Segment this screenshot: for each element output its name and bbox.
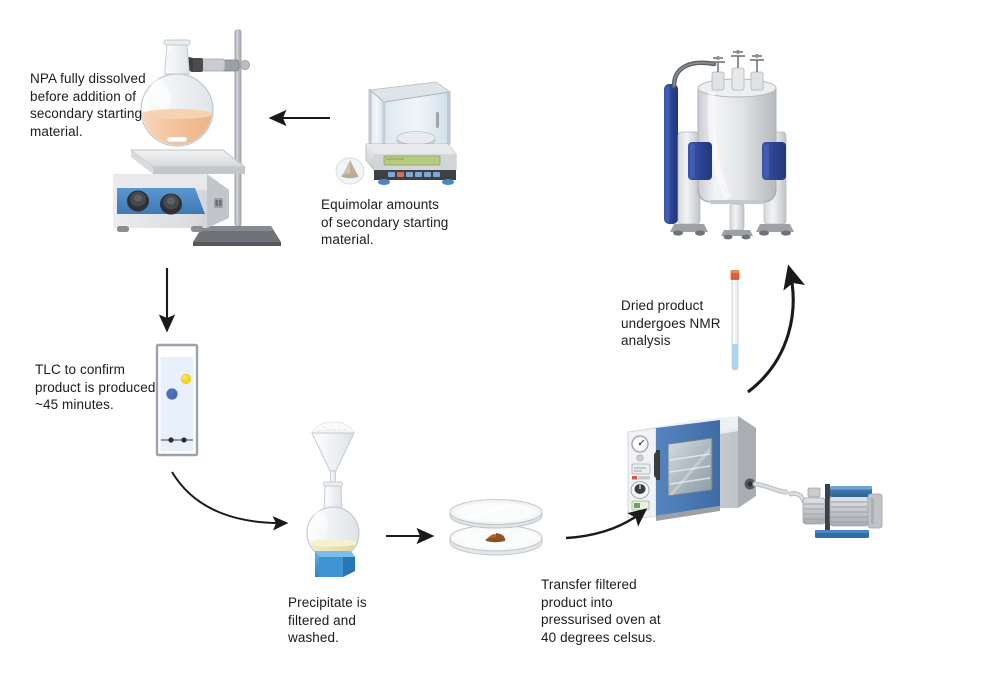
- nmr-spectrometer-icon: [652, 32, 794, 252]
- arrow-oven-to-nmr: [747, 264, 805, 394]
- hotplate-stirrer-with-flask-icon: [95, 22, 281, 252]
- nmr-tube-icon: [727, 268, 743, 372]
- petri-dish-icon: [444, 498, 549, 556]
- filtration-funnel-flask-icon: [291, 415, 376, 580]
- label-precipitate-filtered: Precipitate is filtered and washed.: [288, 595, 367, 645]
- label-nmr-analysis: Dried product undergoes NMR analysis: [621, 298, 721, 348]
- label-tlc-confirm: TLC to confirm product is produced ~45 m…: [35, 362, 156, 412]
- label-equimolar-amounts: Equimolar amounts of secondary starting …: [321, 197, 449, 247]
- vacuum-pump-icon: [788, 476, 894, 546]
- tlc-plate-icon: [153, 341, 203, 461]
- label-npa-dissolved: NPA fully dissolved before addition of s…: [30, 71, 146, 139]
- analytical-balance-icon: [332, 72, 462, 197]
- vacuum-oven-icon: [610, 408, 789, 533]
- arrow-tlc-to-filtration: [171, 471, 289, 531]
- label-transfer-to-oven: Transfer filtered product into pressuris…: [541, 577, 661, 645]
